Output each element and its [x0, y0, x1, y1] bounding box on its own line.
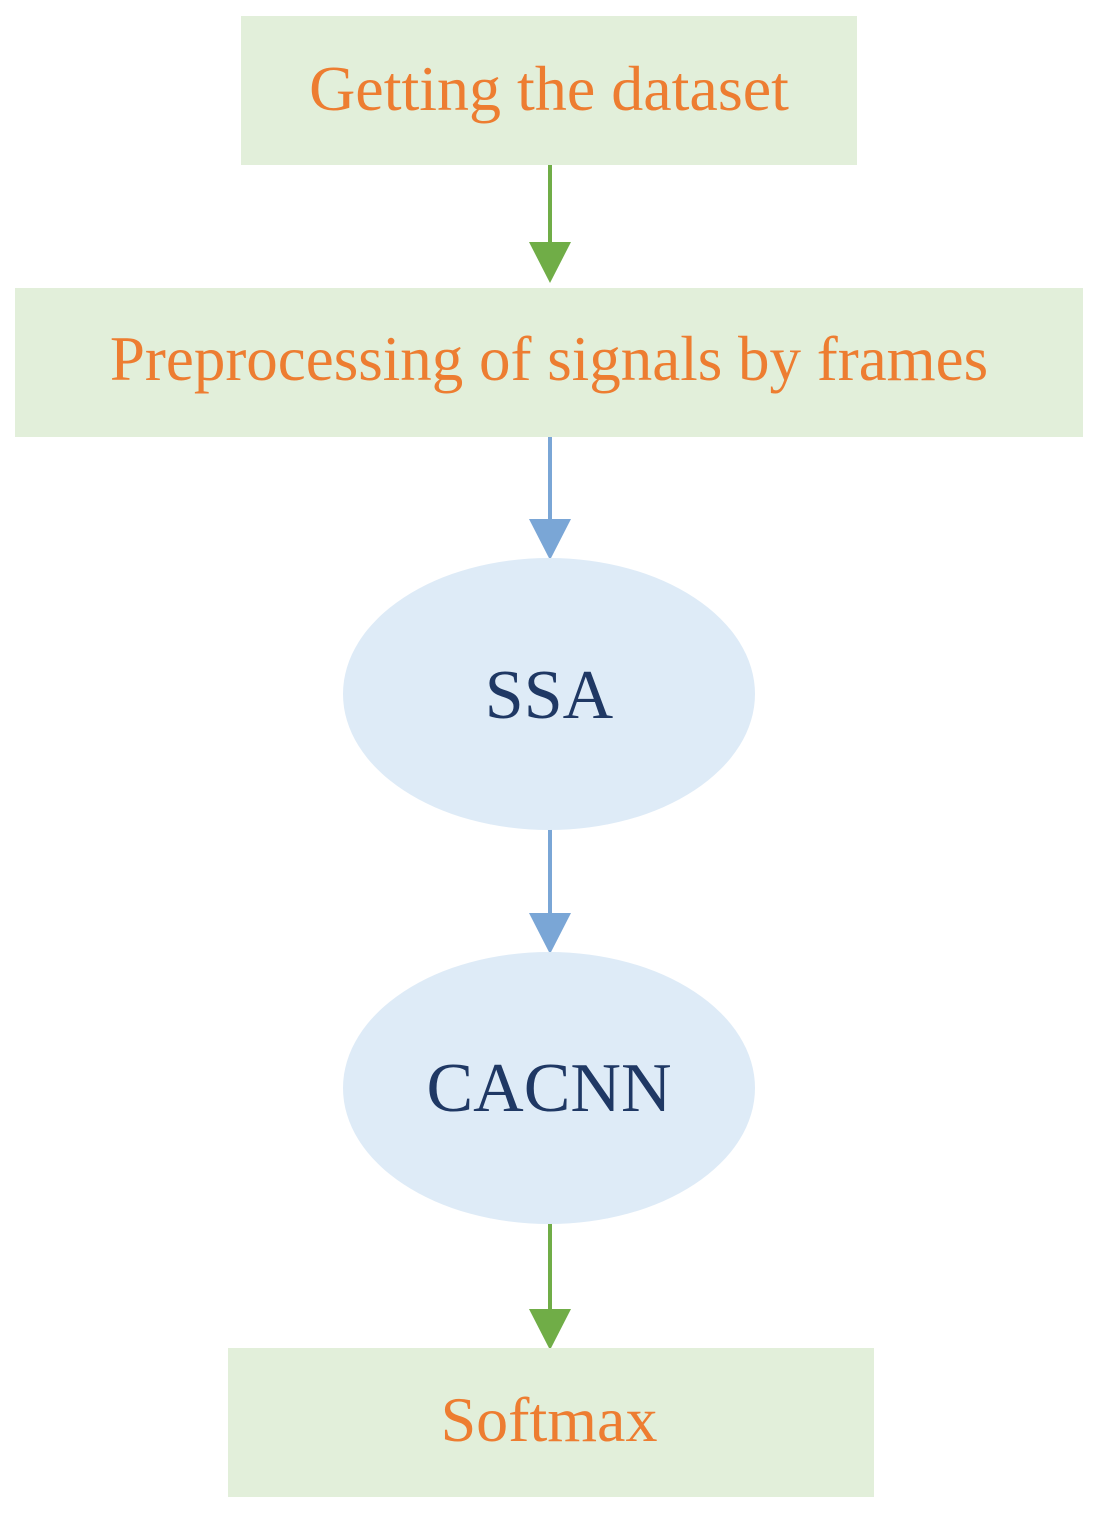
- arrow-dataset-to-preprocess: [529, 165, 571, 283]
- node-label: CACNN: [426, 1050, 671, 1127]
- node-label: Getting the dataset: [309, 53, 789, 124]
- node-cacnn: CACNN: [343, 952, 755, 1224]
- arrow-head: [529, 913, 571, 954]
- arrow-head: [529, 1309, 571, 1350]
- node-getting-dataset: Getting the dataset: [241, 16, 857, 165]
- node-box: [15, 288, 1083, 437]
- arrow-cacnn-to-softmax: [529, 1222, 571, 1350]
- node-label: SSA: [485, 657, 614, 734]
- node-box: [228, 1348, 874, 1497]
- node-ssa: SSA: [343, 558, 755, 830]
- arrow-head: [529, 519, 571, 560]
- arrow-preprocess-to-ssa: [529, 437, 571, 560]
- arrow-head: [529, 242, 571, 283]
- arrow-ssa-to-cacnn: [529, 829, 571, 954]
- node-label: Softmax: [441, 1384, 658, 1455]
- node-box: [241, 16, 857, 165]
- node-label: Preprocessing of signals by frames: [110, 324, 988, 394]
- node-ellipse: [343, 952, 755, 1224]
- node-preprocessing: Preprocessing of signals by frames: [15, 288, 1083, 437]
- node-ellipse: [343, 558, 755, 830]
- node-softmax: Softmax: [228, 1348, 874, 1497]
